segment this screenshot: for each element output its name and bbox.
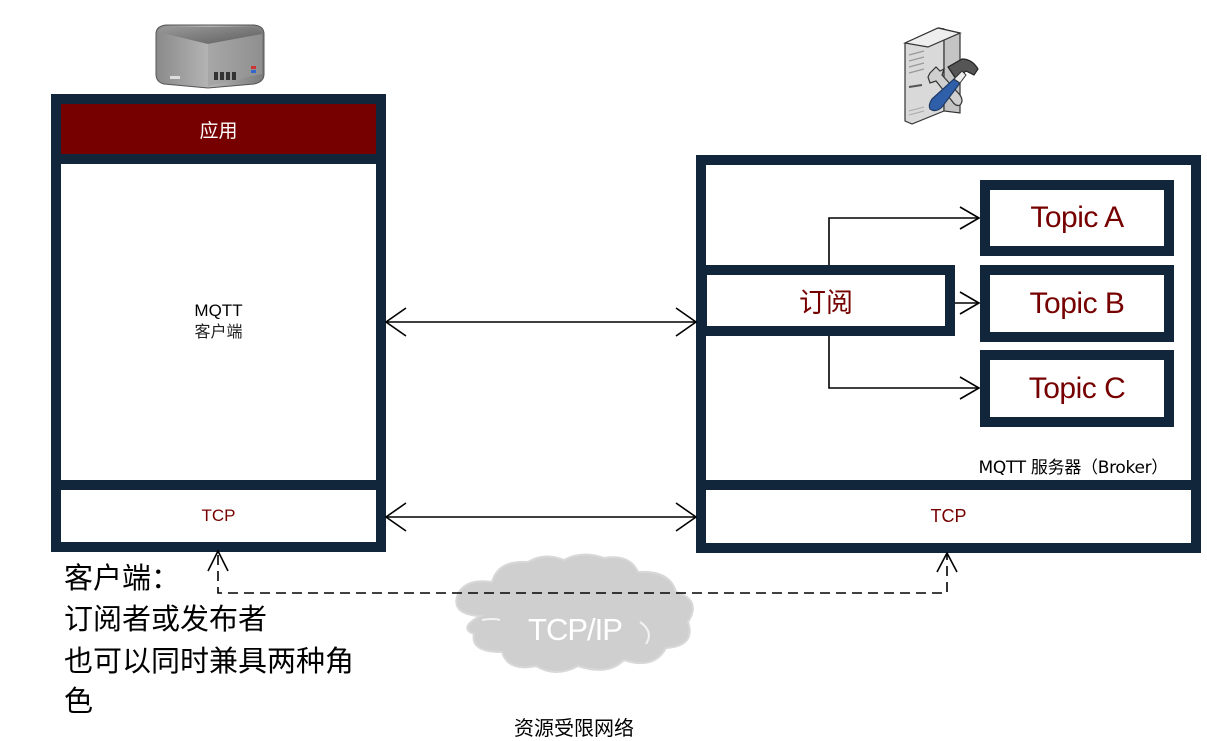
application-layer: 应用 <box>61 104 376 154</box>
subscribe-to-topic-a-line <box>828 217 979 265</box>
subscribe-to-topic-c-line <box>828 336 979 389</box>
client-device-icon <box>150 22 270 92</box>
topic-b-box: Topic B <box>980 265 1174 342</box>
tcp-arrow-right-head <box>675 502 698 532</box>
topic-a-box: Topic A <box>980 180 1174 256</box>
topic-a-arrow-head <box>959 206 981 230</box>
tcpip-client-arrow-head <box>207 549 229 572</box>
note-line-2: 订阅者或发布者 <box>64 602 268 636</box>
mqtt-client-title: MQTT <box>194 301 243 320</box>
topic-b-arrow-head <box>959 291 981 315</box>
client-tcp-label: TCP <box>201 506 236 525</box>
mqtt-arrow-right-head <box>675 307 698 337</box>
subscribe-label: 订阅 <box>799 288 853 319</box>
note-line-4: 色 <box>64 684 94 718</box>
tcp-arrow-left-head <box>384 502 407 532</box>
mqtt-client-subtitle: 客户端 <box>194 322 243 341</box>
topic-c-box: Topic C <box>980 350 1174 427</box>
connector-layer <box>207 206 981 594</box>
client-app-divider <box>61 154 376 164</box>
topic-a-label: Topic A <box>1030 201 1124 234</box>
server-tools-icon <box>900 25 990 130</box>
application-label: 应用 <box>199 119 238 142</box>
tcpip-broker-arrow-head <box>936 551 958 573</box>
tcpip-dashed-path <box>217 555 948 594</box>
cloud-label: TCP/IP <box>528 612 623 647</box>
topic-c-arrow-head <box>959 376 981 400</box>
mqtt-client-layer: MQTT 客户端 <box>61 164 376 480</box>
mqtt-arrow-left-head <box>384 307 407 337</box>
note-line-1: 客户端： <box>64 561 181 595</box>
tcp-ip-cloud: TCP/IP <box>440 548 710 678</box>
topic-c-label: Topic C <box>1028 371 1126 405</box>
broker-tcp-layer: TCP <box>706 490 1191 543</box>
broker-tcp-divider <box>706 480 1191 490</box>
broker-tcp-label: TCP <box>930 506 967 526</box>
mqtt-client-box <box>51 94 386 552</box>
client-tcp-layer: TCP <box>61 490 376 542</box>
client-tcp-divider <box>61 480 376 490</box>
broker-label: MQTT 服务器（Broker） <box>978 458 1169 478</box>
topic-b-label: Topic B <box>1029 286 1125 320</box>
client-role-notes: 客户端： 订阅者或发布者 也可以同时兼具两种角 色 <box>64 560 424 720</box>
note-line-3: 也可以同时兼具两种角 <box>64 644 355 678</box>
subscribe-box: 订阅 <box>697 265 955 336</box>
